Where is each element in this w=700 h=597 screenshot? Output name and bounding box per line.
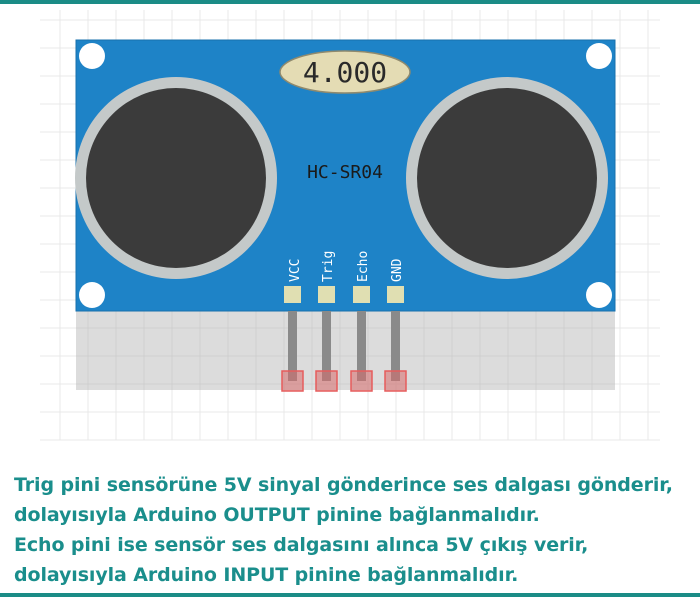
caption-text: Trig pini sensörüne 5V sinyal gönderince… — [14, 470, 694, 590]
top-border — [0, 0, 700, 4]
connector-gnd[interactable] — [384, 370, 407, 392]
bottom-border — [0, 593, 700, 597]
pin-legs — [288, 311, 400, 381]
distance-display: 4.000 — [279, 50, 411, 94]
transducer-left — [75, 77, 277, 279]
pin-pad-echo — [353, 286, 370, 303]
pin-pad-vcc — [284, 286, 301, 303]
pin-leg-vcc — [288, 311, 297, 381]
connector-trig[interactable] — [315, 370, 338, 392]
mount-hole-top-left — [79, 43, 105, 69]
pin-label-gnd: GND — [390, 258, 405, 282]
pin-label-trig: Trig — [321, 251, 336, 282]
pin-pad-gnd — [387, 286, 404, 303]
pin-leg-trig — [322, 311, 331, 381]
connector-points — [281, 370, 407, 392]
caption-line-3: Echo pini ise sensör ses dalgasını alınc… — [14, 534, 589, 556]
mount-hole-top-right — [586, 43, 612, 69]
caption-line-1: Trig pini sensörüne 5V sinyal gönderince… — [14, 474, 673, 496]
connector-vcc[interactable] — [281, 370, 304, 392]
pin-label-vcc: VCC — [288, 259, 303, 282]
caption-line-4: dolayısıyla Arduino INPUT pinine bağlanm… — [14, 564, 519, 586]
mount-hole-bottom-right — [586, 282, 612, 308]
pin-leg-gnd — [391, 311, 400, 381]
breadboard — [76, 310, 615, 390]
pin-pad-trig — [318, 286, 335, 303]
pin-leg-echo — [357, 311, 366, 381]
sensor-board: 4.000 HC-SR04 VCC Trig Echo GND — [75, 39, 616, 312]
caption-line-2: dolayısıyla Arduino OUTPUT pinine bağlan… — [14, 504, 540, 526]
model-label: HC-SR04 — [307, 162, 383, 183]
display-value: 4.000 — [303, 56, 387, 89]
transducer-right — [406, 77, 608, 279]
connector-echo[interactable] — [350, 370, 373, 392]
pin-label-echo: Echo — [356, 251, 371, 282]
hc-sr04-diagram: 4.000 HC-SR04 VCC Trig Echo GND — [40, 10, 660, 441]
mount-hole-bottom-left — [79, 282, 105, 308]
